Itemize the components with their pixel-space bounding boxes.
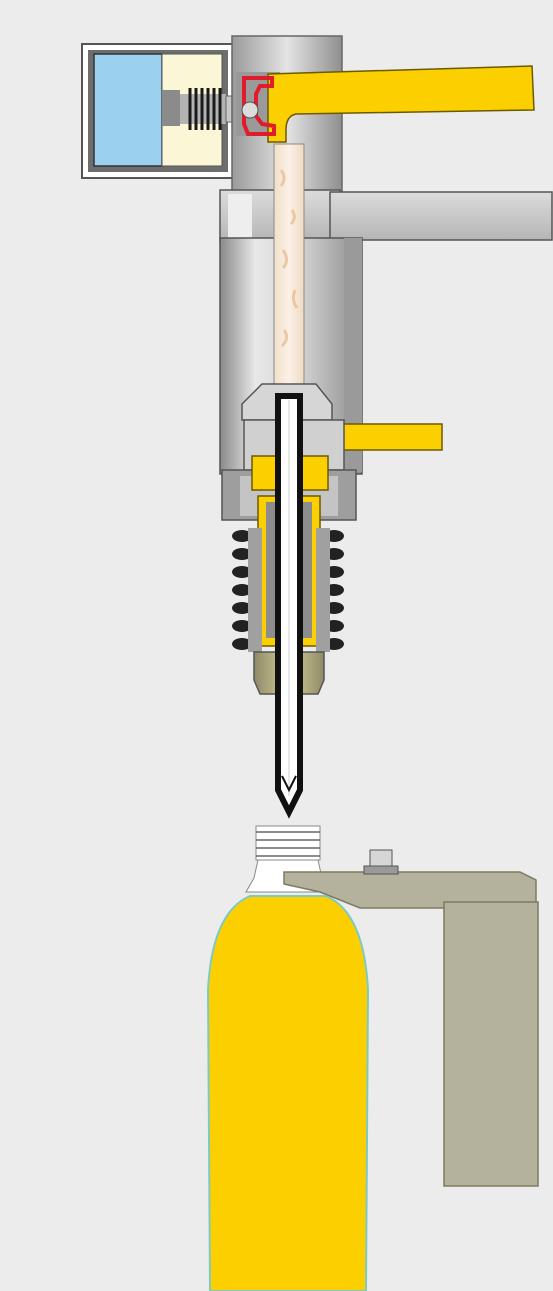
centering-bellows [232,528,344,652]
product-inlet-pipe [267,65,535,143]
product-tube [273,143,305,389]
filling-tube [275,393,303,819]
valve-coil [93,53,163,167]
support-bracket [219,189,553,243]
valve-seal [242,76,276,136]
actuator-housing [81,43,235,179]
bottle [206,895,370,1291]
bottle-neck-support [283,849,539,1187]
